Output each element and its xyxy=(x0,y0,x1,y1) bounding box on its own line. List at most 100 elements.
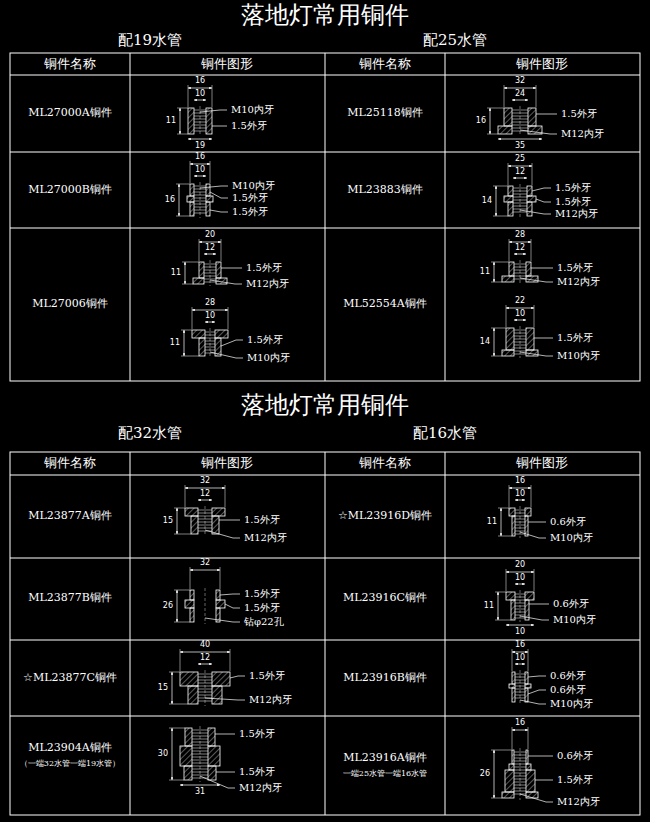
section-wall xyxy=(190,590,194,600)
section-wall xyxy=(527,202,532,216)
extension-line xyxy=(532,163,533,185)
dimension-line xyxy=(190,570,220,571)
section-wall xyxy=(185,600,194,608)
fitting-section xyxy=(491,727,553,802)
dimension-line xyxy=(205,322,215,323)
center-line xyxy=(210,328,211,358)
section-wall xyxy=(498,126,512,134)
dimension-line xyxy=(185,262,186,284)
dimension-value: 11 xyxy=(483,602,495,610)
section-wall xyxy=(508,202,513,216)
dimension-value: 12 xyxy=(199,490,211,498)
section-wall xyxy=(216,262,221,278)
leader-line xyxy=(200,110,227,112)
leader-line xyxy=(536,199,551,202)
dimension-line xyxy=(172,728,173,780)
dimension-line xyxy=(177,590,178,622)
section-wall xyxy=(525,592,534,600)
dimension-value: 32 xyxy=(514,77,526,85)
section-wall xyxy=(504,108,512,126)
thread-callout: 0.6外牙 xyxy=(556,751,594,761)
thread-line xyxy=(514,330,526,331)
center-line xyxy=(205,506,206,536)
thread-callout: M12内牙 xyxy=(248,695,293,705)
part-name: ML23916A铜件 xyxy=(342,752,428,763)
table-header: 铜件图形 xyxy=(200,456,254,469)
section-wall xyxy=(525,672,528,684)
thread-line xyxy=(514,767,526,768)
dimension-line xyxy=(514,320,526,321)
extension-line xyxy=(491,282,502,283)
thread-callout: M10内牙 xyxy=(549,533,594,543)
part-name: ML23916B铜件 xyxy=(342,672,428,683)
section-wall xyxy=(184,766,192,780)
thread-line xyxy=(194,186,206,187)
section-wall xyxy=(509,764,514,770)
leader-line xyxy=(528,676,546,677)
thread-line xyxy=(192,775,208,776)
section-wall xyxy=(526,764,531,770)
extension-line xyxy=(495,592,506,593)
extension-line xyxy=(174,622,190,623)
dimension-value: 16 xyxy=(164,196,176,204)
extension-line xyxy=(491,328,506,329)
thread-callout: 0.6外牙 xyxy=(549,671,587,681)
center-line xyxy=(210,260,211,286)
section-wall xyxy=(185,508,198,516)
section-wall xyxy=(199,262,204,278)
center-line xyxy=(205,670,206,706)
thread-line xyxy=(515,510,525,511)
thread-callout: M10内牙 xyxy=(552,615,597,625)
section-wall xyxy=(512,516,515,536)
section-wall xyxy=(187,196,194,202)
center-line xyxy=(520,590,521,622)
table-border xyxy=(10,452,640,815)
leader-line xyxy=(528,522,546,523)
dimension-value: 15 xyxy=(157,684,169,692)
leader-line xyxy=(212,126,227,127)
dimension-value: 25 xyxy=(514,155,526,163)
extension-line xyxy=(528,649,529,671)
thread-callout: 1.5外牙 xyxy=(243,589,281,599)
section-wall xyxy=(208,746,220,766)
section-wall xyxy=(527,196,536,202)
leader-line xyxy=(200,186,228,188)
section-wall xyxy=(212,516,219,534)
thread-line xyxy=(205,332,215,333)
dimension-value: 10 xyxy=(514,654,526,662)
thread-callout: 1.5外牙 xyxy=(231,207,269,217)
section-wall xyxy=(190,608,194,622)
extension-line xyxy=(498,508,509,509)
part-name: ML23877B铜件 xyxy=(27,592,113,603)
leader-line xyxy=(210,210,228,212)
table-header: 铜件名称 xyxy=(358,57,412,70)
dimension-value: 30 xyxy=(157,750,169,758)
thread-callout: M12内牙 xyxy=(556,277,601,287)
table-rule xyxy=(10,558,640,559)
dimension-value: 16 xyxy=(514,477,526,485)
thread-callout: 1.5外牙 xyxy=(238,767,276,777)
extension-line xyxy=(169,780,184,781)
thread-callout: M12内牙 xyxy=(238,783,283,793)
thread-callout: 1.5外牙 xyxy=(556,333,594,343)
thread-line xyxy=(514,752,526,753)
dimension-line xyxy=(506,625,534,626)
leader-line xyxy=(536,114,557,115)
extension-line xyxy=(185,485,186,507)
table-rule xyxy=(10,640,640,641)
part-note: 一端25水管一端16水管 xyxy=(342,770,428,778)
extension-line xyxy=(491,356,502,357)
dimension-value: 31 xyxy=(194,788,206,796)
thread-line xyxy=(194,125,206,126)
dimension-value: 10 xyxy=(514,574,526,582)
fitting-section xyxy=(181,307,243,358)
leader-line xyxy=(210,352,243,358)
thread-callout: M10内牙 xyxy=(556,351,601,361)
thread-callout: 0.6外牙 xyxy=(549,517,587,527)
section-wall xyxy=(188,686,198,704)
part-name: ML52554A铜件 xyxy=(342,298,428,309)
center-line xyxy=(200,182,201,218)
dimension-line xyxy=(192,310,228,311)
leader-line xyxy=(520,130,557,134)
